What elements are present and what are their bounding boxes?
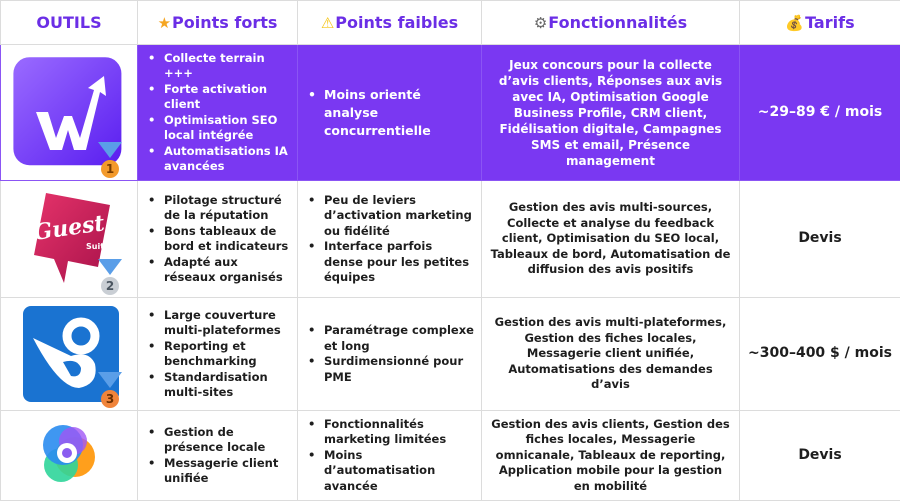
- price-cell: Devis: [740, 411, 900, 501]
- strengths-cell: Collecte terrain +++Forte activation cli…: [138, 45, 298, 181]
- bronze-medal-icon: 3: [97, 372, 123, 408]
- header-tools: OUTILS: [1, 1, 138, 45]
- header-strengths: ★Points forts: [138, 1, 298, 45]
- header-weaknesses: ⚠Points faibles: [298, 1, 482, 45]
- strengths-cell: Gestion de présence localeMessagerie cli…: [138, 411, 298, 501]
- price-cell: ~29–89 € / mois: [740, 45, 900, 181]
- gear-icon: ⚙: [534, 14, 547, 32]
- svg-text:Suite: Suite: [86, 242, 110, 251]
- strengths-cell: Pilotage structuré de la réputationBons …: [138, 181, 298, 298]
- features-cell: Jeux concours pour la collecte d’avis cl…: [482, 45, 740, 181]
- features-cell: Gestion des avis multi-sources, Collecte…: [482, 181, 740, 298]
- table-row: 3 Large couverture multi-plateformesRepo…: [1, 298, 900, 411]
- price-cell: ~300–400 $ / mois: [740, 298, 900, 411]
- features-cell: Gestion des avis multi-plateformes, Gest…: [482, 298, 740, 411]
- silver-medal-icon: 2: [97, 259, 123, 295]
- weaknesses-cell: Moins orienté analyse concurrentielle: [298, 45, 482, 181]
- price-cell: Devis: [740, 181, 900, 298]
- weaknesses-cell: Paramétrage complexe et longSurdimension…: [298, 298, 482, 411]
- gold-medal-icon: 1: [97, 142, 123, 178]
- wizville-logo: 1: [1, 45, 138, 181]
- partoo-logo: [1, 411, 138, 501]
- star-icon: ★: [158, 14, 171, 32]
- header-pricing: 💰Tarifs: [740, 1, 900, 45]
- strengths-cell: Large couverture multi-plateformesReport…: [138, 298, 298, 411]
- header-row: OUTILS ★Points forts ⚠Points faibles ⚙Fo…: [1, 1, 900, 45]
- warning-icon: ⚠: [321, 14, 334, 32]
- weaknesses-cell: Fonctionnalités marketing limitéesMoins …: [298, 411, 482, 501]
- table-row: Gestion de présence localeMessagerie cli…: [1, 411, 900, 501]
- weaknesses-cell: Peu de leviers d’activation marketing ou…: [298, 181, 482, 298]
- money-bag-icon: 💰: [785, 14, 804, 32]
- birdeye-logo: 3: [1, 298, 138, 411]
- table-row: 1 Collecte terrain +++Forte activation c…: [1, 45, 900, 181]
- features-cell: Gestion des avis clients, Gestion des fi…: [482, 411, 740, 501]
- header-features: ⚙Fonctionnalités: [482, 1, 740, 45]
- partoo-logo-icon: [37, 421, 101, 485]
